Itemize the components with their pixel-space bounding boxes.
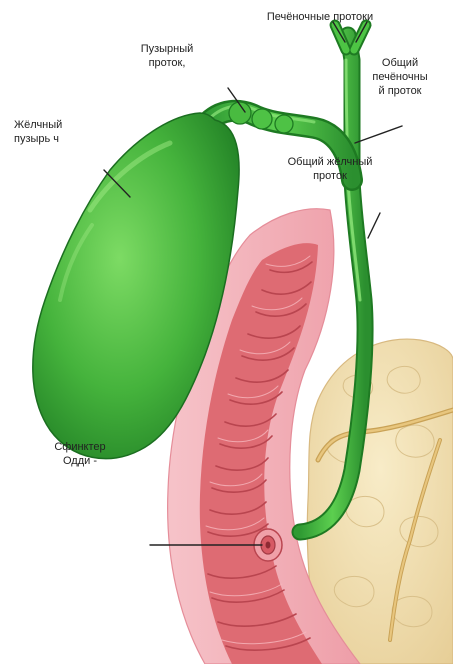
label-sphincter-oddi: Сфинктер Одди - xyxy=(28,440,132,468)
label-common-bile-duct: Общий жёлчный проток xyxy=(268,155,392,183)
leader-common-bile-duct xyxy=(368,213,380,238)
label-gallbladder: Жёлчный пузырь ч xyxy=(14,118,114,146)
leader-common-hepatic-duct xyxy=(355,126,402,143)
label-cystic-duct: Пузырный проток, xyxy=(122,42,212,70)
label-common-hepatic-duct: Общий печёночны й проток xyxy=(360,56,440,98)
label-hepatic-ducts: Печёночные протоки xyxy=(240,10,400,24)
pancreas xyxy=(307,339,453,664)
